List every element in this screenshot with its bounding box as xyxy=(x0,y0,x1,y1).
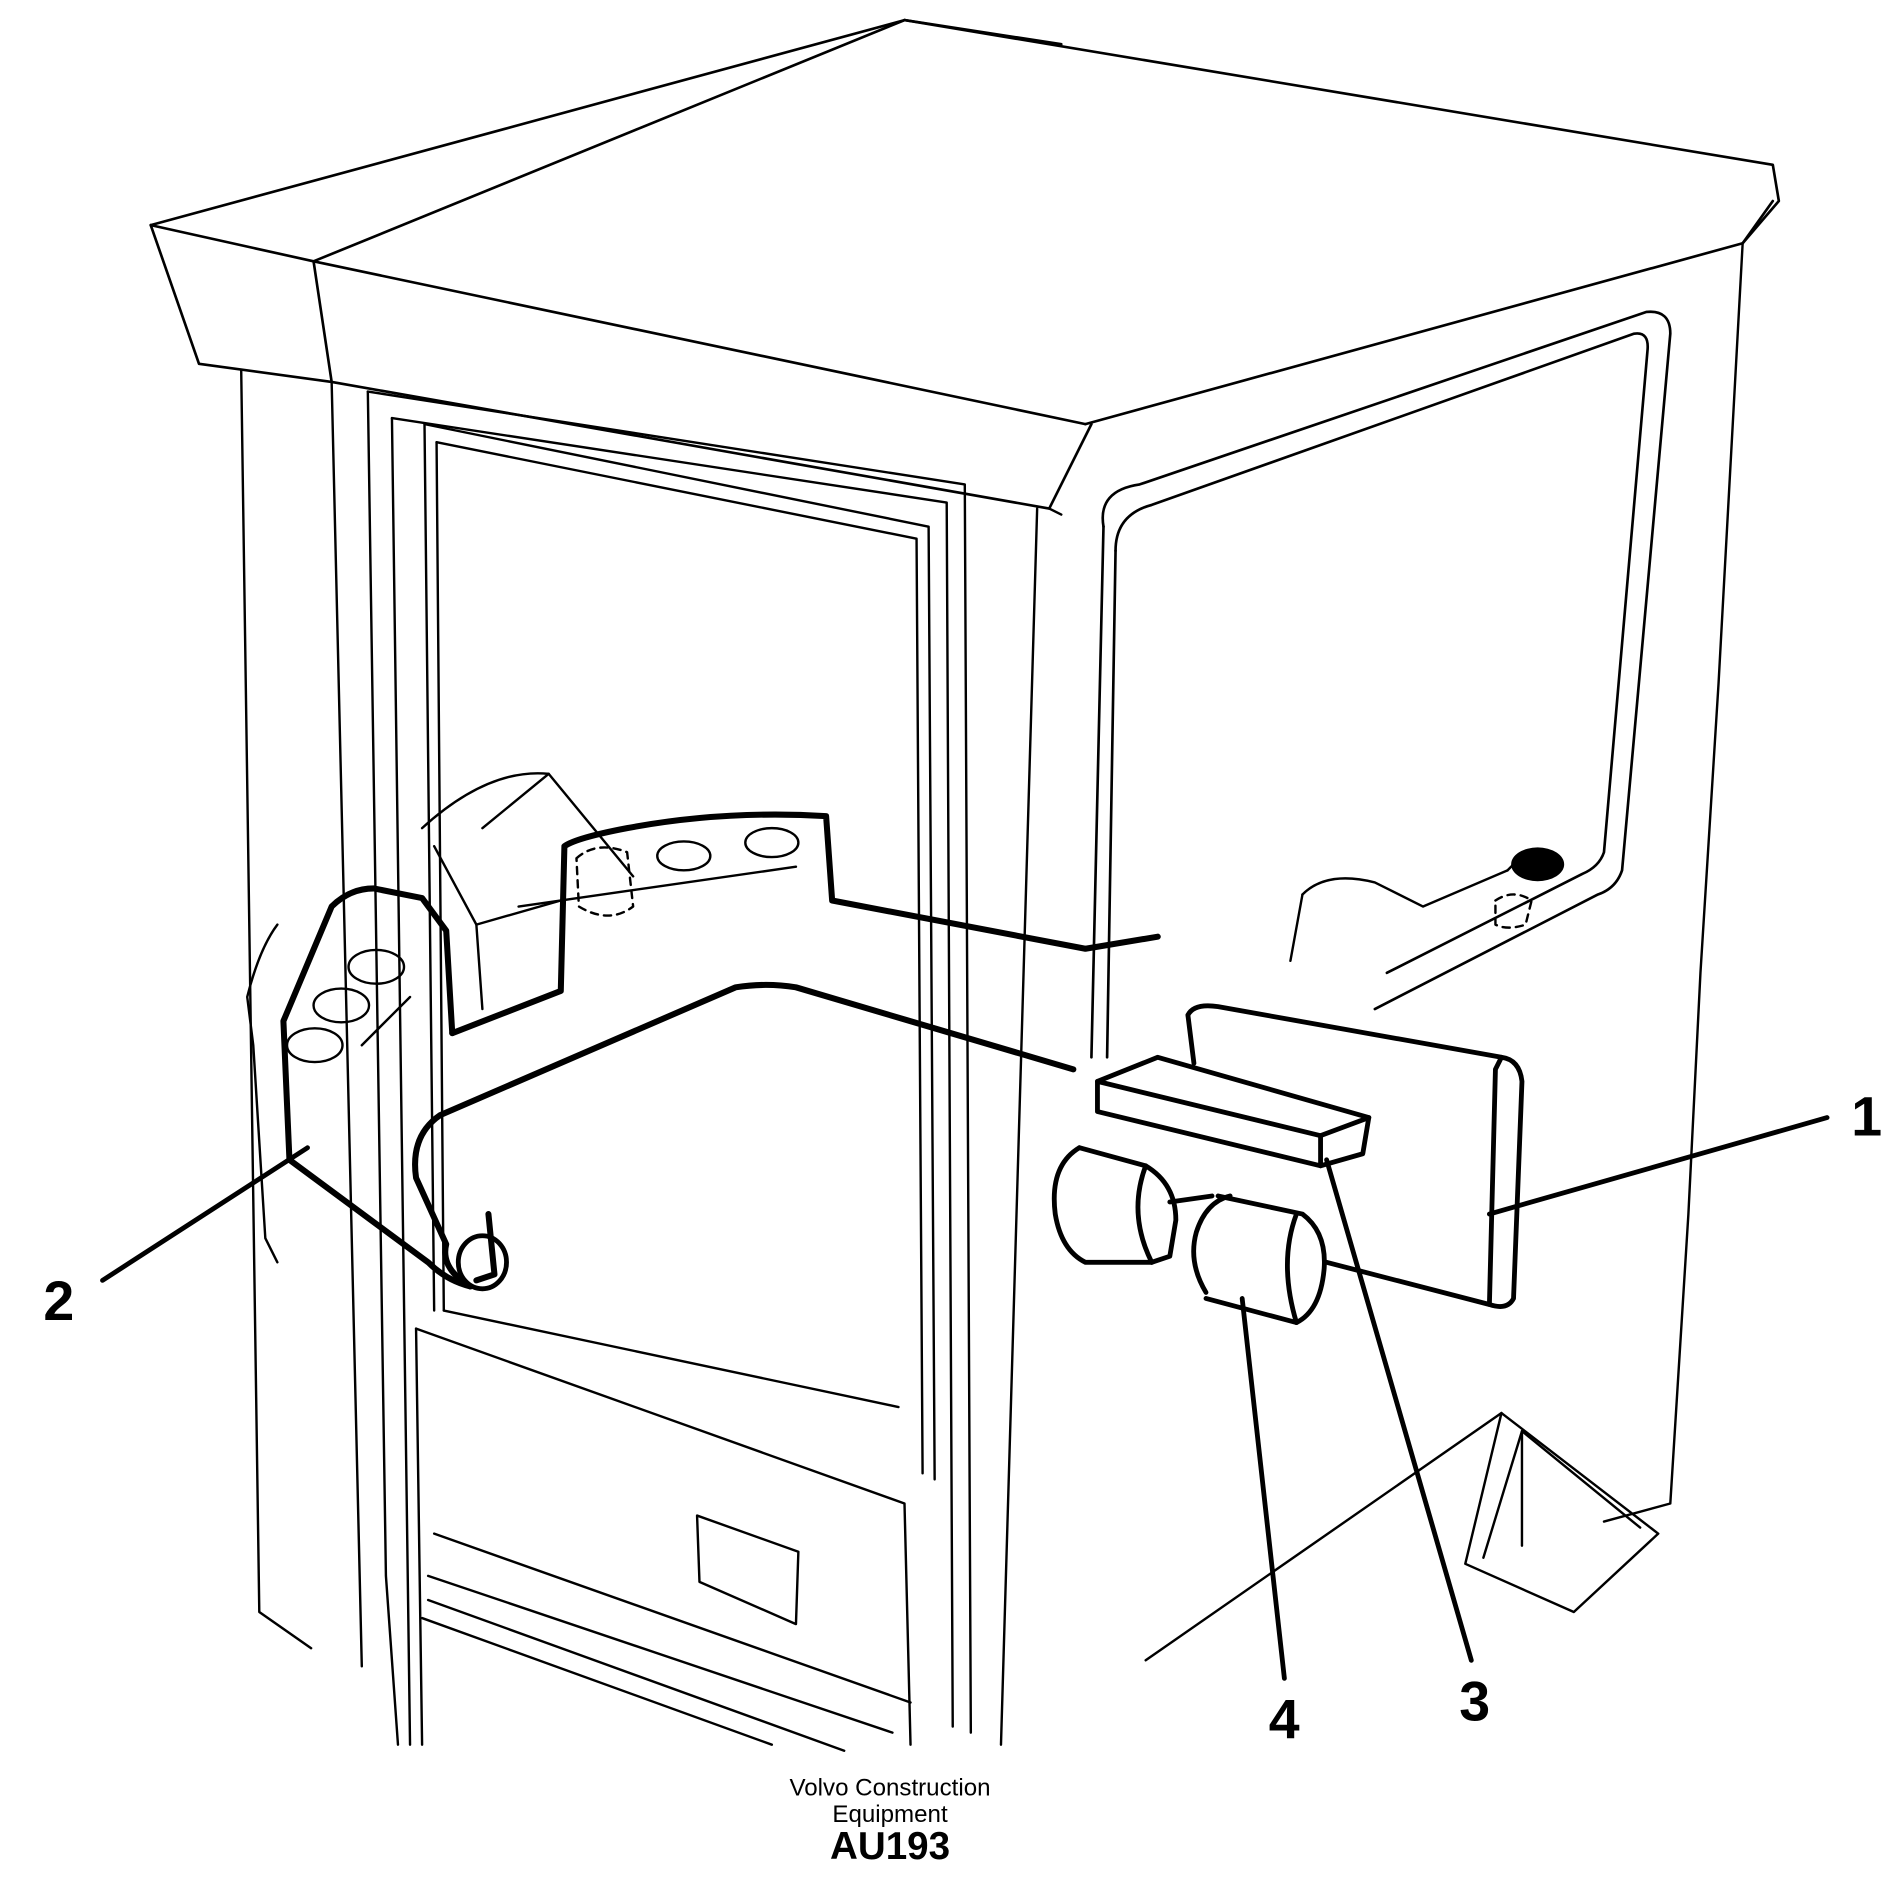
leader-2 xyxy=(100,1145,310,1283)
caption-line1: Volvo Construction xyxy=(790,1774,991,1801)
leader-3 xyxy=(1324,1157,1474,1663)
relay-cylinders xyxy=(1051,1145,1327,1326)
window-knob xyxy=(1511,847,1565,882)
caption-code: AU193 xyxy=(830,1825,950,1868)
wiring-harness xyxy=(280,811,1161,1292)
control-box xyxy=(1185,1003,1525,1309)
console xyxy=(420,772,1533,1011)
callout-1: 1 xyxy=(1851,1086,1882,1148)
door-frame xyxy=(366,390,973,1752)
connector-end xyxy=(455,1233,509,1292)
left-gauges xyxy=(246,923,412,1264)
cab-body xyxy=(239,242,1744,1746)
leader-4 xyxy=(1239,1296,1287,1681)
caption-line2: Equipment xyxy=(832,1801,948,1828)
callout-4: 4 xyxy=(1269,1689,1300,1751)
callout-3: 3 xyxy=(1459,1671,1490,1733)
leader-1 xyxy=(1486,1115,1830,1217)
bracket xyxy=(1095,1054,1372,1169)
leader-lines xyxy=(100,1115,1830,1681)
cab-roof xyxy=(149,18,1781,510)
right-window xyxy=(1090,310,1672,1059)
callout-2: 2 xyxy=(43,1270,74,1332)
